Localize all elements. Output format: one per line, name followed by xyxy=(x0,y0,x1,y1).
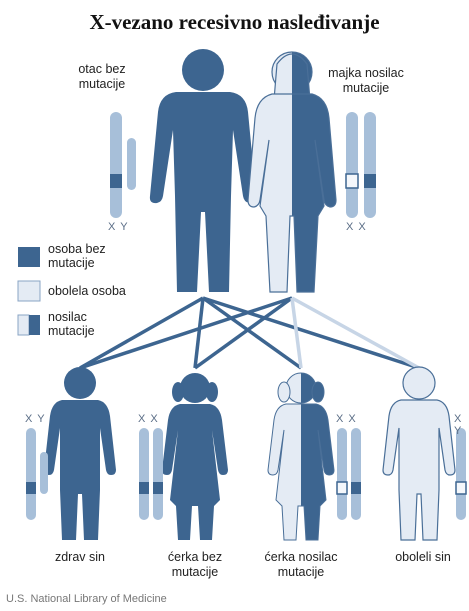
child-2-label: ćerka bez mutacije xyxy=(150,550,240,580)
child-2-label-line1: ćerka bez xyxy=(150,550,240,565)
child-4-label: oboleli sin xyxy=(378,550,468,565)
inheritance-lines xyxy=(80,298,419,368)
child-4-label-line1: oboleli sin xyxy=(378,550,468,565)
child-3-label-line1: ćerka nosilac xyxy=(251,550,351,565)
child-healthy-son-chromosomes xyxy=(26,428,48,520)
child-1-label-line1: zdrav sin xyxy=(30,550,130,565)
father-label-line1: otac bez xyxy=(62,62,142,77)
legend-carrier-line2: mutacije xyxy=(48,324,95,338)
child-1-label: zdrav sin xyxy=(30,550,130,565)
child-3-chromosome-letters: X X xyxy=(336,413,357,425)
father-label: otac bez mutacije xyxy=(62,62,142,92)
legend-unaffected-line1: osoba bez xyxy=(48,242,106,256)
legend-swatches xyxy=(18,247,40,335)
source-credit: U.S. National Library of Medicine xyxy=(6,593,167,605)
child-3-label: ćerka nosilac mutacije xyxy=(251,550,351,580)
legend-unaffected-line2: mutacije xyxy=(48,256,106,270)
legend-affected: obolela osoba xyxy=(48,284,126,298)
legend-affected-line1: obolela osoba xyxy=(48,284,126,298)
child-healthy-son xyxy=(44,367,116,540)
child-daughter-carrier-chromosomes xyxy=(337,428,361,520)
child-affected-son xyxy=(383,367,455,540)
mother-chromosome-letters: X X xyxy=(346,221,367,233)
legend-unaffected: osoba bez mutacije xyxy=(48,242,106,270)
mother-label-line1: majka nosilac xyxy=(316,66,416,81)
father-figure xyxy=(150,49,256,292)
child-1-chromosome-letters: X Y xyxy=(25,413,46,425)
father-chromosome-letters: X Y xyxy=(108,221,129,233)
child-2-chromosome-letters: X X xyxy=(138,413,159,425)
legend-carrier-line1: nosilac xyxy=(48,310,95,324)
father-label-line2: mutacije xyxy=(62,77,142,92)
mother-label-line2: mutacije xyxy=(316,81,416,96)
mother-chromosomes xyxy=(346,112,376,218)
child-2-label-line2: mutacije xyxy=(150,565,240,580)
mother-label: majka nosilac mutacije xyxy=(316,66,416,96)
child-affected-son-chromosomes xyxy=(456,428,466,520)
father-chromosomes xyxy=(110,112,136,218)
child-daughter-noncarrier xyxy=(162,373,228,540)
child-4-chromosome-letters: X Y xyxy=(454,413,469,437)
child-daughter-carrier xyxy=(268,373,334,540)
child-3-label-line2: mutacije xyxy=(251,565,351,580)
child-daughter-noncarrier-chromosomes xyxy=(139,428,163,520)
legend-carrier: nosilac mutacije xyxy=(48,310,95,338)
